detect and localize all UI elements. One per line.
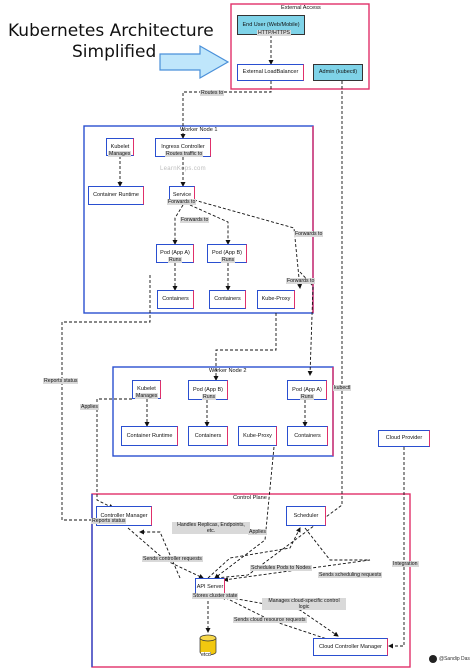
- edge-label-routes-traffic-to: Routes traffic to: [165, 151, 204, 158]
- pod-app-a-node-1[interactable]: Pod (App A): [156, 244, 194, 263]
- diagram-title-line1: Kubernetes Architecture: [8, 21, 214, 41]
- edge-label-applies-2: Applies: [248, 529, 268, 536]
- worker-node-1-label: Worker Node 1: [180, 127, 218, 133]
- edge-label-forwards-to-1: Forwards to: [167, 199, 197, 206]
- edge-label-schedules-pods: Schedules Pods to Nodes: [250, 565, 312, 572]
- edge-label-handles-replicas: Handles Replicas, Endpoints, etc.: [172, 522, 250, 535]
- worker-node-2-label: Worker Node 2: [209, 368, 247, 374]
- watermark: LearnKops.com: [160, 166, 206, 172]
- containers-node-1b[interactable]: Containers: [209, 290, 246, 309]
- container-runtime-node-2[interactable]: Container Runtime: [121, 426, 178, 446]
- edge-label-runs-3: Runs: [202, 394, 217, 401]
- edge-label-runs-1: Runs: [168, 257, 183, 264]
- containers-node-2a[interactable]: Containers: [188, 426, 228, 446]
- author-credit-text: @Sandip Das: [439, 656, 470, 662]
- author-avatar-icon: [429, 655, 437, 663]
- edge-label-sends-controller-requests: Sends controller requests: [142, 556, 203, 563]
- control-plane-label: Control Plane: [233, 495, 267, 501]
- external-access-frame: [230, 3, 370, 90]
- edge-label-runs-2: Runs: [221, 257, 236, 264]
- admin-kubectl-node[interactable]: Admin (kubectl): [313, 64, 363, 81]
- etcd-cylinder: [199, 634, 217, 656]
- edge-label-routes-to: Routes to: [200, 90, 225, 97]
- edge-label-forwards-to-4: Forwards to: [286, 278, 316, 285]
- etcd-label: etcd: [201, 652, 211, 659]
- scheduler-node[interactable]: Scheduler: [286, 506, 326, 526]
- edge-label-forwards-to-2: Forwards to: [180, 217, 210, 224]
- cloud-provider-node[interactable]: Cloud Provider: [378, 430, 430, 447]
- edge-label-forwards-to-3: Forwards to: [294, 231, 324, 238]
- edge-label-reports-status-2: Reports status: [91, 518, 127, 525]
- edge-label-applies-1: Applies: [80, 404, 100, 411]
- edge-label-reports-status-1: Reports status: [43, 378, 79, 385]
- edge-label-kubectl: kubectl: [333, 385, 352, 392]
- diagram-title-line2: Simplified: [72, 42, 157, 62]
- container-runtime-node-1[interactable]: Container Runtime: [88, 186, 144, 205]
- external-access-label: External Access: [281, 5, 321, 11]
- edge-label-stores-cluster-state: Stores cluster state: [192, 593, 239, 600]
- edge-label-https: HTTP/HTTPS: [257, 30, 291, 37]
- kube-proxy-node-1[interactable]: Kube-Proxy: [257, 290, 295, 309]
- title-pointer-arrow: [159, 44, 230, 80]
- containers-node-1a[interactable]: Containers: [157, 290, 194, 309]
- cloud-controller-manager-node[interactable]: Cloud Controller Manager: [313, 638, 388, 656]
- kube-proxy-node-2[interactable]: Kube-Proxy: [238, 426, 277, 446]
- edge-label-manages-1: Manages: [108, 151, 132, 158]
- edge-label-sends-scheduling-requests: Sends scheduling requests: [318, 572, 383, 579]
- containers-node-2b[interactable]: Containers: [287, 426, 328, 446]
- edge-label-sends-cloud-requests: Sends cloud resource requests: [233, 617, 307, 624]
- external-loadbalancer-node[interactable]: External LoadBalancer: [237, 64, 304, 81]
- edge-label-integration: Integration: [392, 561, 419, 568]
- edge-label-manages-cloud-logic: Manages cloud-specific control logic: [262, 598, 346, 611]
- pod-app-b-node-2[interactable]: Pod (App B): [188, 380, 228, 400]
- edge-label-manages-2: Manages: [135, 393, 159, 400]
- author-credit: @Sandip Das: [429, 655, 470, 663]
- edge-label-runs-4: Runs: [300, 394, 315, 401]
